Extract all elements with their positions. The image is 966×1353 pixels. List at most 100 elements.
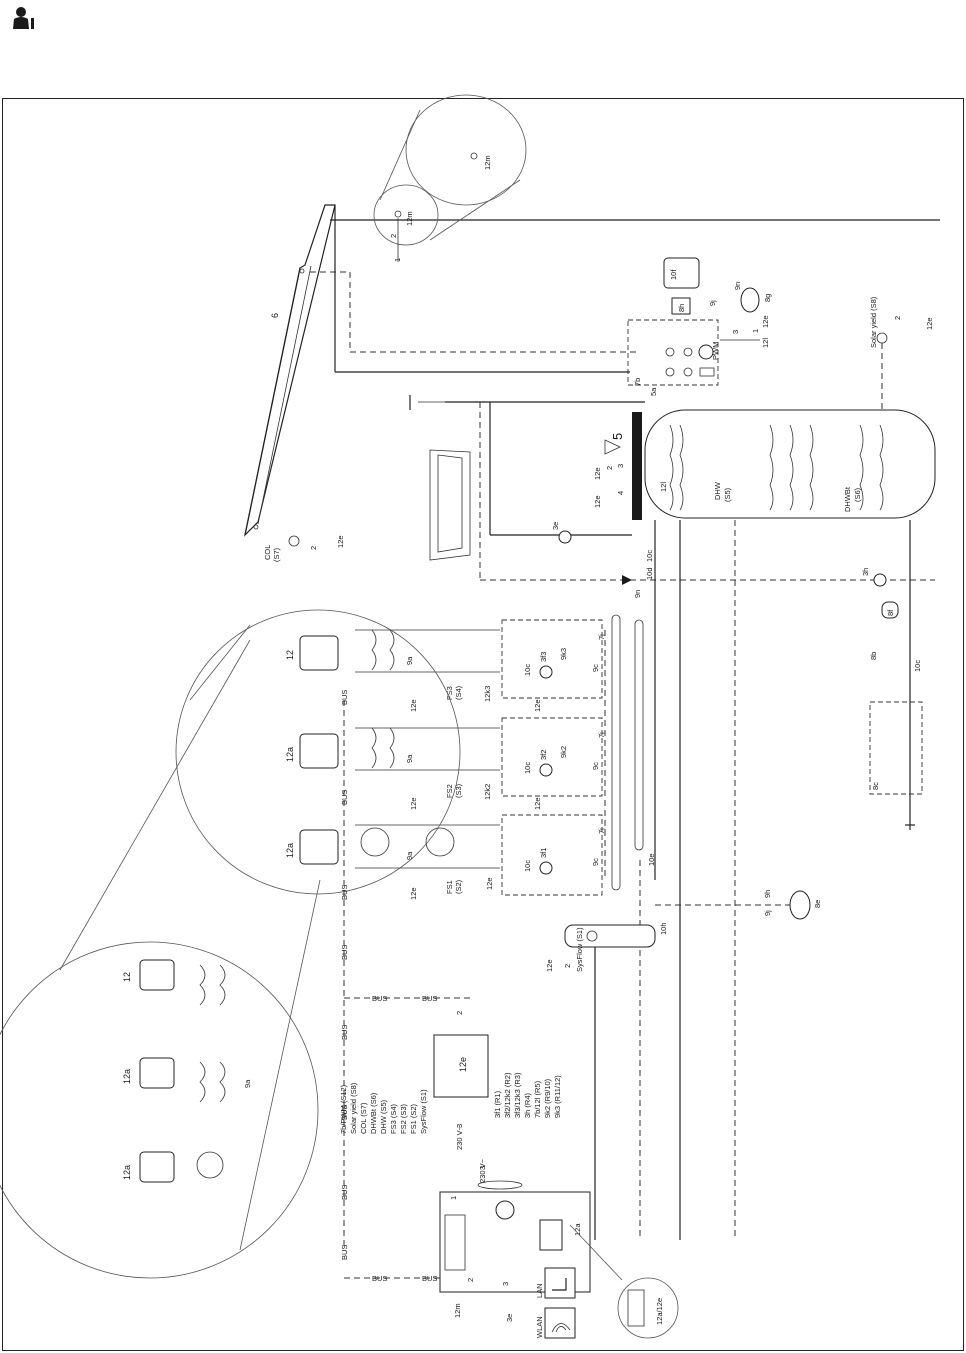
svg-text:2: 2 xyxy=(605,466,614,470)
svg-text:DHWBt: DHWBt xyxy=(843,486,852,512)
remote-w1: 1 xyxy=(393,258,402,262)
exp-vessel-8g xyxy=(740,287,760,313)
bus-h-1: BUS xyxy=(372,994,387,1003)
col-sensor-icon xyxy=(288,535,300,547)
svg-text:2: 2 xyxy=(563,964,572,968)
col-wire: 2 xyxy=(309,546,318,550)
svg-text:10c: 10c xyxy=(523,762,532,774)
col-sensor-id: (S7) xyxy=(272,547,281,562)
svg-text:3e: 3e xyxy=(551,522,560,530)
room-zoom-bottom: 12 12a 12a 9a xyxy=(0,639,321,1279)
room-ctrl-1 xyxy=(299,829,339,865)
svg-text:7b/12l (R5): 7b/12l (R5) xyxy=(533,1080,542,1118)
svg-text:7j: 7j xyxy=(597,634,606,640)
dhw-pump-3e: 3e xyxy=(551,522,572,544)
svg-text:8f: 8f xyxy=(886,609,895,616)
svg-text:3h: 3h xyxy=(861,568,870,576)
svg-text:1: 1 xyxy=(449,1196,458,1200)
svg-text:3: 3 xyxy=(731,330,740,334)
svg-text:DHW: DHW xyxy=(713,481,722,500)
svg-text:8b: 8b xyxy=(869,652,878,660)
svg-text:12k2: 12k2 xyxy=(483,784,492,800)
svg-text:PWM: PWM xyxy=(711,342,720,360)
svg-text:2: 2 xyxy=(893,316,902,320)
svg-text:Solar yield (S8): Solar yield (S8) xyxy=(349,1082,358,1134)
svg-text:4: 4 xyxy=(616,491,625,495)
svg-text:8e: 8e xyxy=(813,900,822,908)
svg-text:12e: 12e xyxy=(761,315,770,328)
svg-text:12: 12 xyxy=(122,972,132,982)
svg-text:12a: 12a xyxy=(122,1165,132,1180)
svg-text:3f1: 3f1 xyxy=(539,848,548,858)
bus-label-3: BUS xyxy=(340,885,349,900)
svg-text:FS1: FS1 xyxy=(445,880,454,894)
svg-text:10c: 10c xyxy=(523,664,532,676)
svg-text:12l: 12l xyxy=(659,482,668,492)
svg-text:9c: 9c xyxy=(591,762,600,770)
bus-label-2: BUS xyxy=(340,790,349,805)
svg-text:9a: 9a xyxy=(405,754,414,763)
wlan-icon xyxy=(544,1307,576,1339)
solar-yield-sensor: Solar yield (S8) 2 12e xyxy=(869,296,934,410)
svg-text:FS3: FS3 xyxy=(445,686,454,700)
svg-text:9k2: 9k2 xyxy=(559,746,568,758)
svg-text:FS3 (S4): FS3 (S4) xyxy=(389,1103,398,1134)
svg-text:3h (R4): 3h (R4) xyxy=(523,1092,532,1118)
svg-text:(S5): (S5) xyxy=(723,487,732,502)
svg-text:(S4): (S4) xyxy=(454,685,463,700)
svg-text:DHW (S5): DHW (S5) xyxy=(379,1099,388,1134)
bus-label-8: BUS xyxy=(340,1245,349,1260)
svg-text:12e: 12e xyxy=(545,959,554,972)
room-zoom-top: 12 12a 12a 9a 9a 9a xyxy=(175,609,461,895)
svg-text:3f3: 3f3 xyxy=(539,652,548,662)
svg-text:3: 3 xyxy=(616,464,625,468)
svg-text:230 V~: 230 V~ xyxy=(478,1158,487,1183)
svg-text:12e: 12e xyxy=(533,699,542,712)
svg-text:WLAN: WLAN xyxy=(535,1316,544,1338)
svg-text:9j: 9j xyxy=(763,910,772,916)
svg-text:9c: 9c xyxy=(591,664,600,672)
svg-text:7j: 7j xyxy=(597,732,606,738)
svg-text:3f2: 3f2 xyxy=(539,750,548,760)
svg-text:9k3 (R11/12): 9k3 (R11/12) xyxy=(553,1075,562,1118)
bottom-w2: 2 xyxy=(466,1278,475,1282)
bus-label-6: BUS xyxy=(340,1105,349,1120)
solar-station: 10f 8h 8g 9n 9j PWM 7b 3 1 12l 12e xyxy=(627,257,772,386)
bus-label-7: BUS xyxy=(340,1185,349,1200)
inlet-group: 8c xyxy=(869,701,923,830)
svg-text:10c: 10c xyxy=(645,550,654,562)
bus-h-2: BUS xyxy=(422,994,437,1003)
svg-text:12e: 12e xyxy=(409,699,418,712)
svg-text:12a: 12a xyxy=(573,1223,582,1236)
svg-text:12e: 12e xyxy=(533,797,542,810)
bus-h-4: BUS xyxy=(422,1274,437,1283)
svg-text:3f3/12k3 (R3): 3f3/12k3 (R3) xyxy=(513,1072,522,1118)
svg-text:12e: 12e xyxy=(925,317,934,330)
col-sensor-label: COL xyxy=(263,545,272,560)
svg-text:9a: 9a xyxy=(405,656,414,665)
controller-12e: 12e SysFlow (S1) FS1 (S2) FS2 (S3) FS3 (… xyxy=(339,1011,562,1150)
svg-text:10h: 10h xyxy=(659,922,668,935)
warning-icon xyxy=(604,439,621,455)
svg-text:10f: 10f xyxy=(669,269,678,280)
svg-text:230 V~: 230 V~ xyxy=(455,1125,464,1150)
collector-number: 6 xyxy=(270,313,280,318)
svg-text:9c: 9c xyxy=(591,858,600,866)
svg-text:8h: 8h xyxy=(677,304,686,312)
lan-icon xyxy=(544,1267,576,1299)
svg-text:12a/12e: 12a/12e xyxy=(655,1298,664,1325)
svg-text:1: 1 xyxy=(751,329,760,333)
svg-text:2: 2 xyxy=(455,1011,464,1015)
storage-cylinder: 5a 5 DHW (S5) DHWBt (S6) 12l 12e 12e 2 3… xyxy=(445,387,936,536)
svg-text:3f2/12k2 (R2): 3f2/12k2 (R2) xyxy=(503,1072,512,1118)
bottom-12m: 12m xyxy=(453,1303,462,1318)
svg-text:5a: 5a xyxy=(649,387,658,396)
svg-text:9k2 (R9/10): 9k2 (R9/10) xyxy=(543,1078,552,1118)
svg-text:COL (S7): COL (S7) xyxy=(359,1102,368,1134)
svg-text:10c: 10c xyxy=(913,660,922,672)
tank-10f xyxy=(663,257,700,289)
svg-text:FS1 (S2): FS1 (S2) xyxy=(409,1103,418,1134)
svg-text:12e: 12e xyxy=(593,467,602,480)
expansion-vessel: 8e 9h 9j xyxy=(655,890,822,920)
